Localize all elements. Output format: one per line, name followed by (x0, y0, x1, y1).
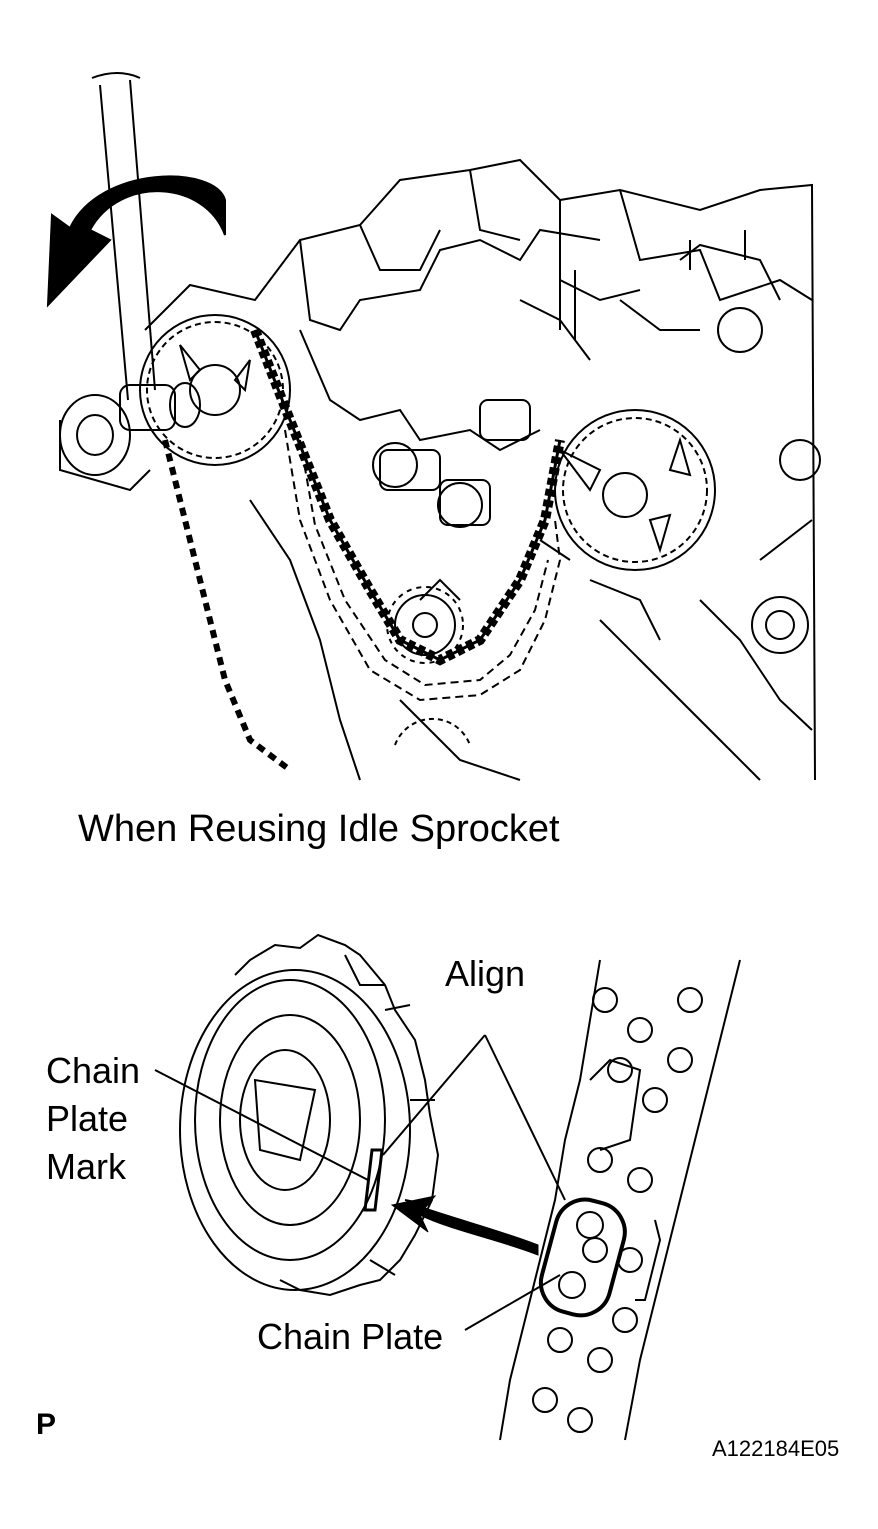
chain-plate-mark-label-line3: Mark (46, 1146, 126, 1187)
align-leader-left (382, 1034, 486, 1156)
left-camshaft-sprocket (139, 314, 291, 466)
lower-gear (394, 578, 471, 746)
align-label: Align (445, 953, 526, 994)
chain-plate-mark-label-line2: Plate (46, 1098, 129, 1139)
engine-block-outline (144, 158, 821, 781)
highlighted-chain-plate (538, 1197, 627, 1318)
left-chain-run (162, 439, 292, 773)
corner-mark: P (36, 1408, 57, 1441)
idle-sprocket-detail-illustration (154, 933, 741, 1441)
chain-plate-label: Chain Plate (257, 1316, 444, 1357)
figure-id: A122184E05 (712, 1436, 840, 1461)
left-cam-end (59, 394, 151, 492)
chain-plate-mark (363, 1148, 384, 1212)
alignment-arrow (390, 1195, 539, 1256)
engine-timing-chain-illustration (46, 72, 821, 781)
align-leader-right (484, 1034, 566, 1201)
timing-chain-alternate (284, 429, 562, 702)
detail-chain (499, 959, 741, 1441)
timing-chain (250, 328, 565, 666)
rotation-arrow (46, 175, 226, 308)
right-camshaft-sprocket (554, 409, 716, 571)
chain-plate-mark-label-line1: Chain (46, 1050, 141, 1091)
caption: When Reusing Idle Sprocket (78, 808, 560, 850)
wrench-handle (91, 72, 201, 431)
chain-plate-mark-leader (154, 1069, 369, 1181)
chain-plate-leader (464, 1274, 561, 1331)
detail-sprocket (179, 933, 440, 1297)
